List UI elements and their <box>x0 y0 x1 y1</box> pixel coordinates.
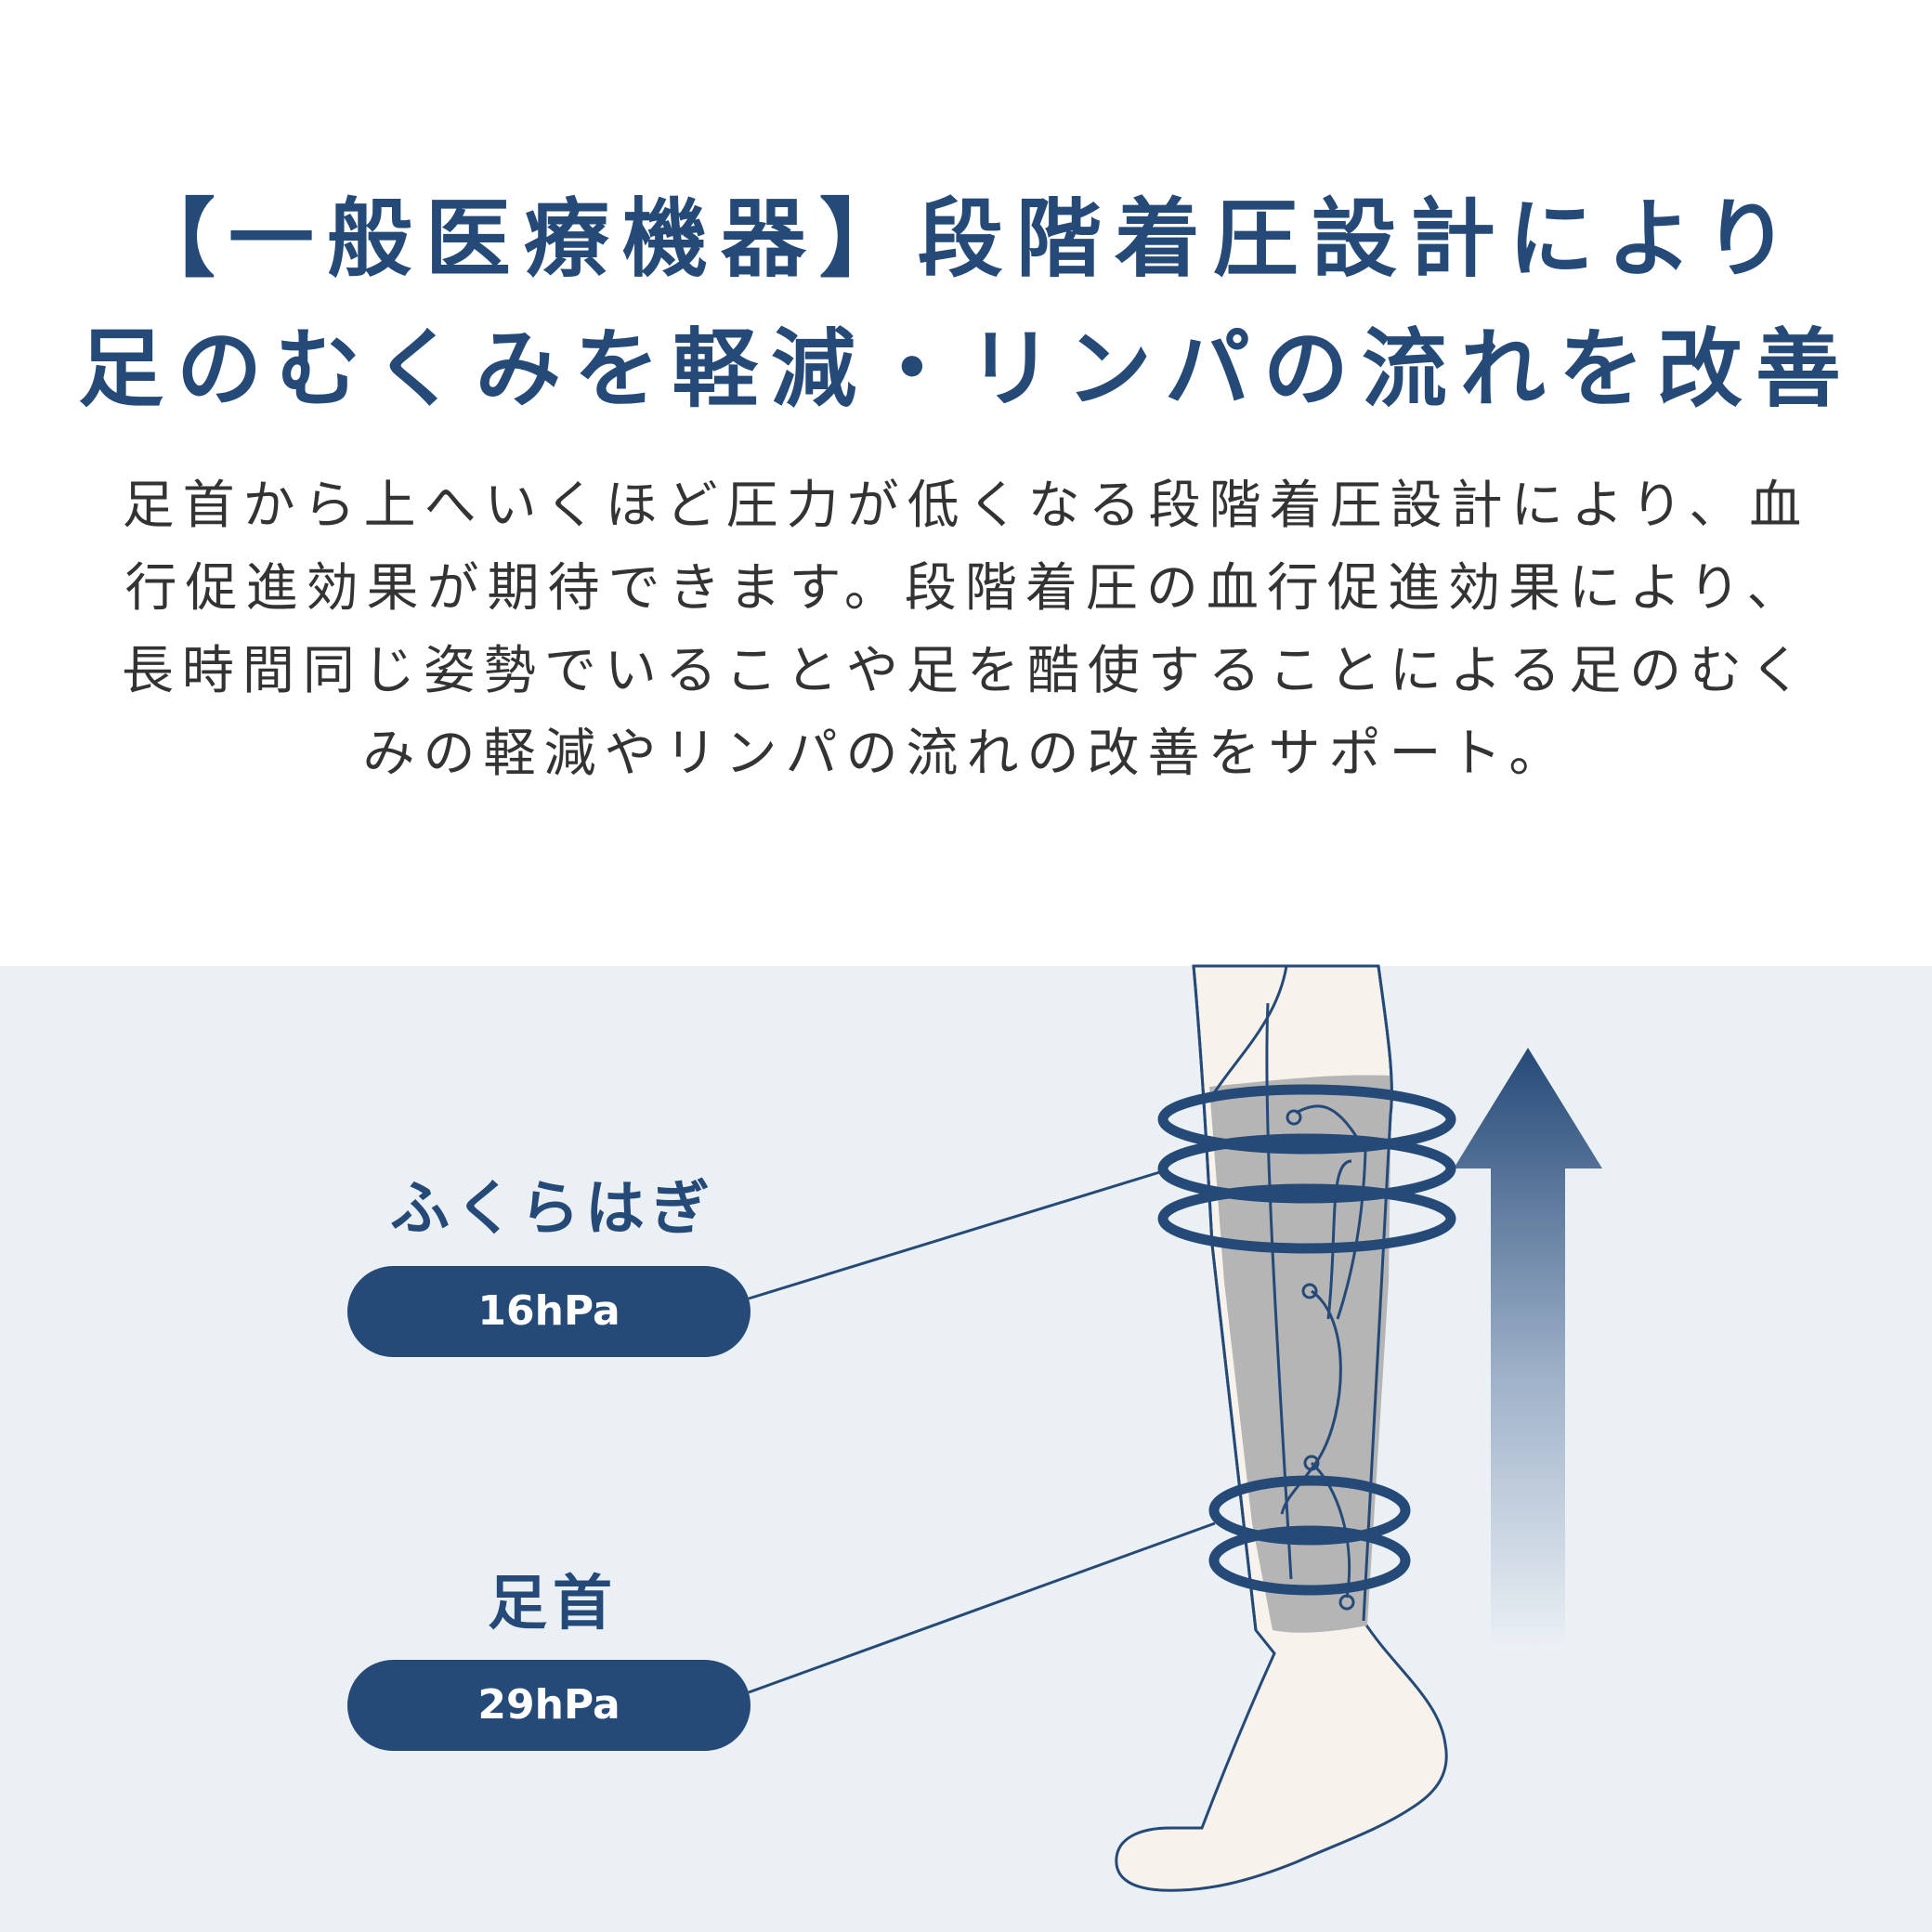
ankle-label: 足首 <box>488 1570 618 1638</box>
arrow-up-icon <box>1454 1048 1602 1649</box>
illustration-panel <box>0 966 1932 1932</box>
description-line: 足首から上へいくほど圧力が低くなる段階着圧設計により、血 <box>122 476 1810 536</box>
headline-line-1: 【一般医療機器】段階着圧設計により <box>129 189 1803 289</box>
compression-sock <box>1209 1075 1391 1633</box>
compression-ring-icon <box>1157 1084 1456 1596</box>
calf-leader-line <box>748 1168 1167 1300</box>
ankle-pressure-badge: 29hPa <box>347 1660 751 1751</box>
headline-line-2: 足のむくみを軽減・リンパの流れを改善 <box>78 320 1854 419</box>
description: 足首から上へいくほど圧力が低くなる段階着圧設計により、血 行促進効果が期待できま… <box>102 464 1830 795</box>
calf-pressure-badge: 16hPa <box>347 1266 751 1357</box>
description-line: 行促進効果が期待できます。段階着圧の血行促進効果により、 <box>124 558 1808 619</box>
calf-label: ふくらはぎ <box>390 1175 715 1244</box>
description-line: 長時間同じ姿勢でいることや足を酷使することによる足のむく <box>121 641 1811 701</box>
ankle-leader-line <box>748 1521 1216 1694</box>
description-line: みの軽減やリンパの流れの改善をサポート。 <box>362 724 1570 784</box>
